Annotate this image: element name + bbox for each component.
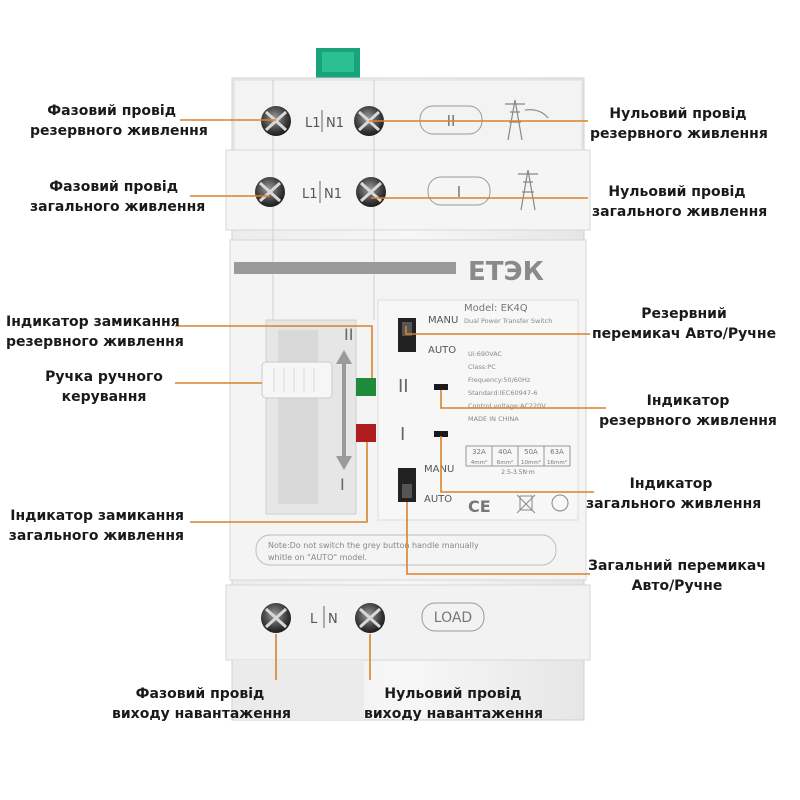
ce-mark: CE bbox=[468, 497, 491, 516]
callout-line: Фазовий провід bbox=[135, 686, 265, 702]
callout-main-indicator: Індикатор загального живлення bbox=[586, 474, 762, 514]
callout-line: Нульовий провід bbox=[609, 106, 747, 122]
warning-note-box bbox=[255, 534, 557, 566]
callout-line: резервного живлення bbox=[30, 123, 208, 139]
rating-cross-section: 10mm² bbox=[521, 459, 541, 466]
callout-line: Індикатор bbox=[629, 476, 713, 492]
load-badge: LOAD bbox=[434, 610, 472, 626]
spec-line: Control voltage:AC220V bbox=[468, 402, 546, 410]
note-line-1: Note:Do not switch the grey button handl… bbox=[268, 541, 479, 550]
rating-current: 63A bbox=[550, 448, 564, 456]
source-i-badge: I bbox=[457, 183, 461, 201]
callout-line: резервного живлення bbox=[6, 334, 184, 350]
main-indicator-led bbox=[434, 431, 448, 437]
rating-current: 32A bbox=[472, 448, 486, 456]
spec-line: Standard:IEC60947-6 bbox=[468, 389, 537, 397]
leader-lines bbox=[175, 119, 606, 680]
callout-line: Авто/Ручне bbox=[631, 578, 723, 594]
brand-logo: ЕТЭК bbox=[468, 257, 544, 287]
reserve-indicator-led bbox=[434, 384, 448, 390]
rating-current: 40A bbox=[498, 448, 512, 456]
terminal-row-main: L1 N1 I bbox=[255, 169, 538, 211]
rating-cell bbox=[543, 445, 571, 467]
callout-line: Ручка ручного bbox=[45, 369, 163, 385]
rating-cross-section: 16mm² bbox=[547, 459, 567, 466]
callout-line: Індикатор замикання bbox=[6, 314, 180, 330]
brand-stripe bbox=[234, 262, 456, 274]
callout-line: виходу навантаження bbox=[112, 706, 292, 722]
callout-line: Резервний bbox=[641, 306, 727, 322]
red-closing-led bbox=[356, 424, 376, 442]
reserve-switch-manu: MANU bbox=[428, 315, 458, 326]
spec-line: Frequency:50/60Hz bbox=[468, 376, 531, 384]
callout-line: резервного живлення bbox=[599, 413, 777, 429]
callout-load-neutral: Нульовий провід виходу навантаження bbox=[364, 684, 544, 724]
callout-main-closing-indicator: Індикатор замикання загального живлення bbox=[8, 506, 184, 546]
handle-label-i: I bbox=[340, 475, 345, 494]
callout-line: Загальний перемикач bbox=[588, 558, 766, 574]
spec-line: Ui:690VAC bbox=[468, 350, 503, 358]
spec-line: Class:PC bbox=[468, 363, 496, 371]
callout-main-neutral: Нульовий провід загального живлення bbox=[592, 182, 768, 222]
terminal-label-l1-main: L1 bbox=[302, 187, 318, 202]
terminal-label-n1-reserve: N1 bbox=[326, 116, 344, 131]
callout-manual-handle: Ручка ручного керування bbox=[40, 367, 168, 407]
terminal-label-n1-main: N1 bbox=[324, 187, 342, 202]
callout-line: загального живлення bbox=[8, 528, 184, 544]
callout-reserve-phase: Фазовий провід резервного живлення bbox=[30, 101, 208, 141]
spec-line: MADE IN CHINA bbox=[468, 415, 519, 423]
model-text: Model: EK4Q bbox=[464, 303, 528, 314]
callout-line: резервного живлення bbox=[590, 126, 768, 142]
main-switch-manu: MANU bbox=[424, 464, 454, 475]
callout-reserve-indicator: Індикатор резервного живлення bbox=[598, 391, 778, 431]
power-pylon-icon bbox=[505, 99, 549, 141]
handle-label-ii: II bbox=[344, 325, 353, 344]
panel-label-ii: II bbox=[398, 376, 409, 397]
callout-line: Нульовий провід bbox=[608, 184, 746, 200]
rating-cross-section: 6mm² bbox=[497, 459, 513, 466]
main-switch-auto: AUTO bbox=[424, 494, 452, 505]
callout-line: перемикач Авто/Ручне bbox=[592, 326, 777, 342]
model-subtitle: Dual Power Transfer Switch bbox=[464, 317, 552, 325]
weee-bin-icon bbox=[516, 494, 536, 514]
recycle-icon bbox=[551, 494, 569, 512]
torque-text: 2.5-3.5N·m bbox=[501, 469, 535, 476]
callout-line: Фазовий провід bbox=[47, 103, 176, 119]
callout-main-switch: Загальний перемикач Авто/Ручне bbox=[580, 556, 774, 596]
callout-reserve-neutral: Нульовий провід резервного живлення bbox=[590, 104, 768, 144]
note-line-2: whitle on "AUTO" model. bbox=[268, 553, 367, 562]
reserve-switch-auto: AUTO bbox=[428, 345, 456, 356]
power-pylon-icon bbox=[518, 169, 538, 211]
callout-reserve-switch: Резервний перемикач Авто/Ручне bbox=[592, 304, 776, 344]
green-closing-led bbox=[356, 378, 376, 396]
callout-line: загального живлення bbox=[30, 199, 206, 215]
callout-line: Нульовий провід bbox=[384, 686, 522, 702]
callout-line: керування bbox=[61, 389, 147, 405]
rating-cross-section: 4mm² bbox=[471, 459, 487, 466]
callout-line: Індикатор замикання bbox=[10, 508, 184, 524]
terminal-label-l-load: L bbox=[310, 612, 318, 627]
rating-current: 50A bbox=[524, 448, 538, 456]
callout-reserve-closing-indicator: Індикатор замикання резервного живлення bbox=[6, 312, 184, 352]
manual-handle bbox=[261, 361, 333, 399]
callout-line: загального живлення bbox=[586, 496, 762, 512]
callout-line: Індикатор bbox=[646, 393, 730, 409]
callout-line: виходу навантаження bbox=[364, 706, 544, 722]
terminal-label-n-load: N bbox=[328, 612, 338, 627]
callout-line: загального живлення bbox=[592, 204, 768, 220]
double-arrow-icon bbox=[336, 350, 352, 470]
callout-line: Фазовий провід bbox=[49, 179, 178, 195]
callout-main-phase: Фазовий провід загального живлення bbox=[30, 177, 206, 217]
panel-label-i: I bbox=[400, 424, 405, 445]
terminal-label-l1-reserve: L1 bbox=[305, 116, 321, 131]
callout-load-phase: Фазовий провід виходу навантаження bbox=[112, 684, 292, 724]
